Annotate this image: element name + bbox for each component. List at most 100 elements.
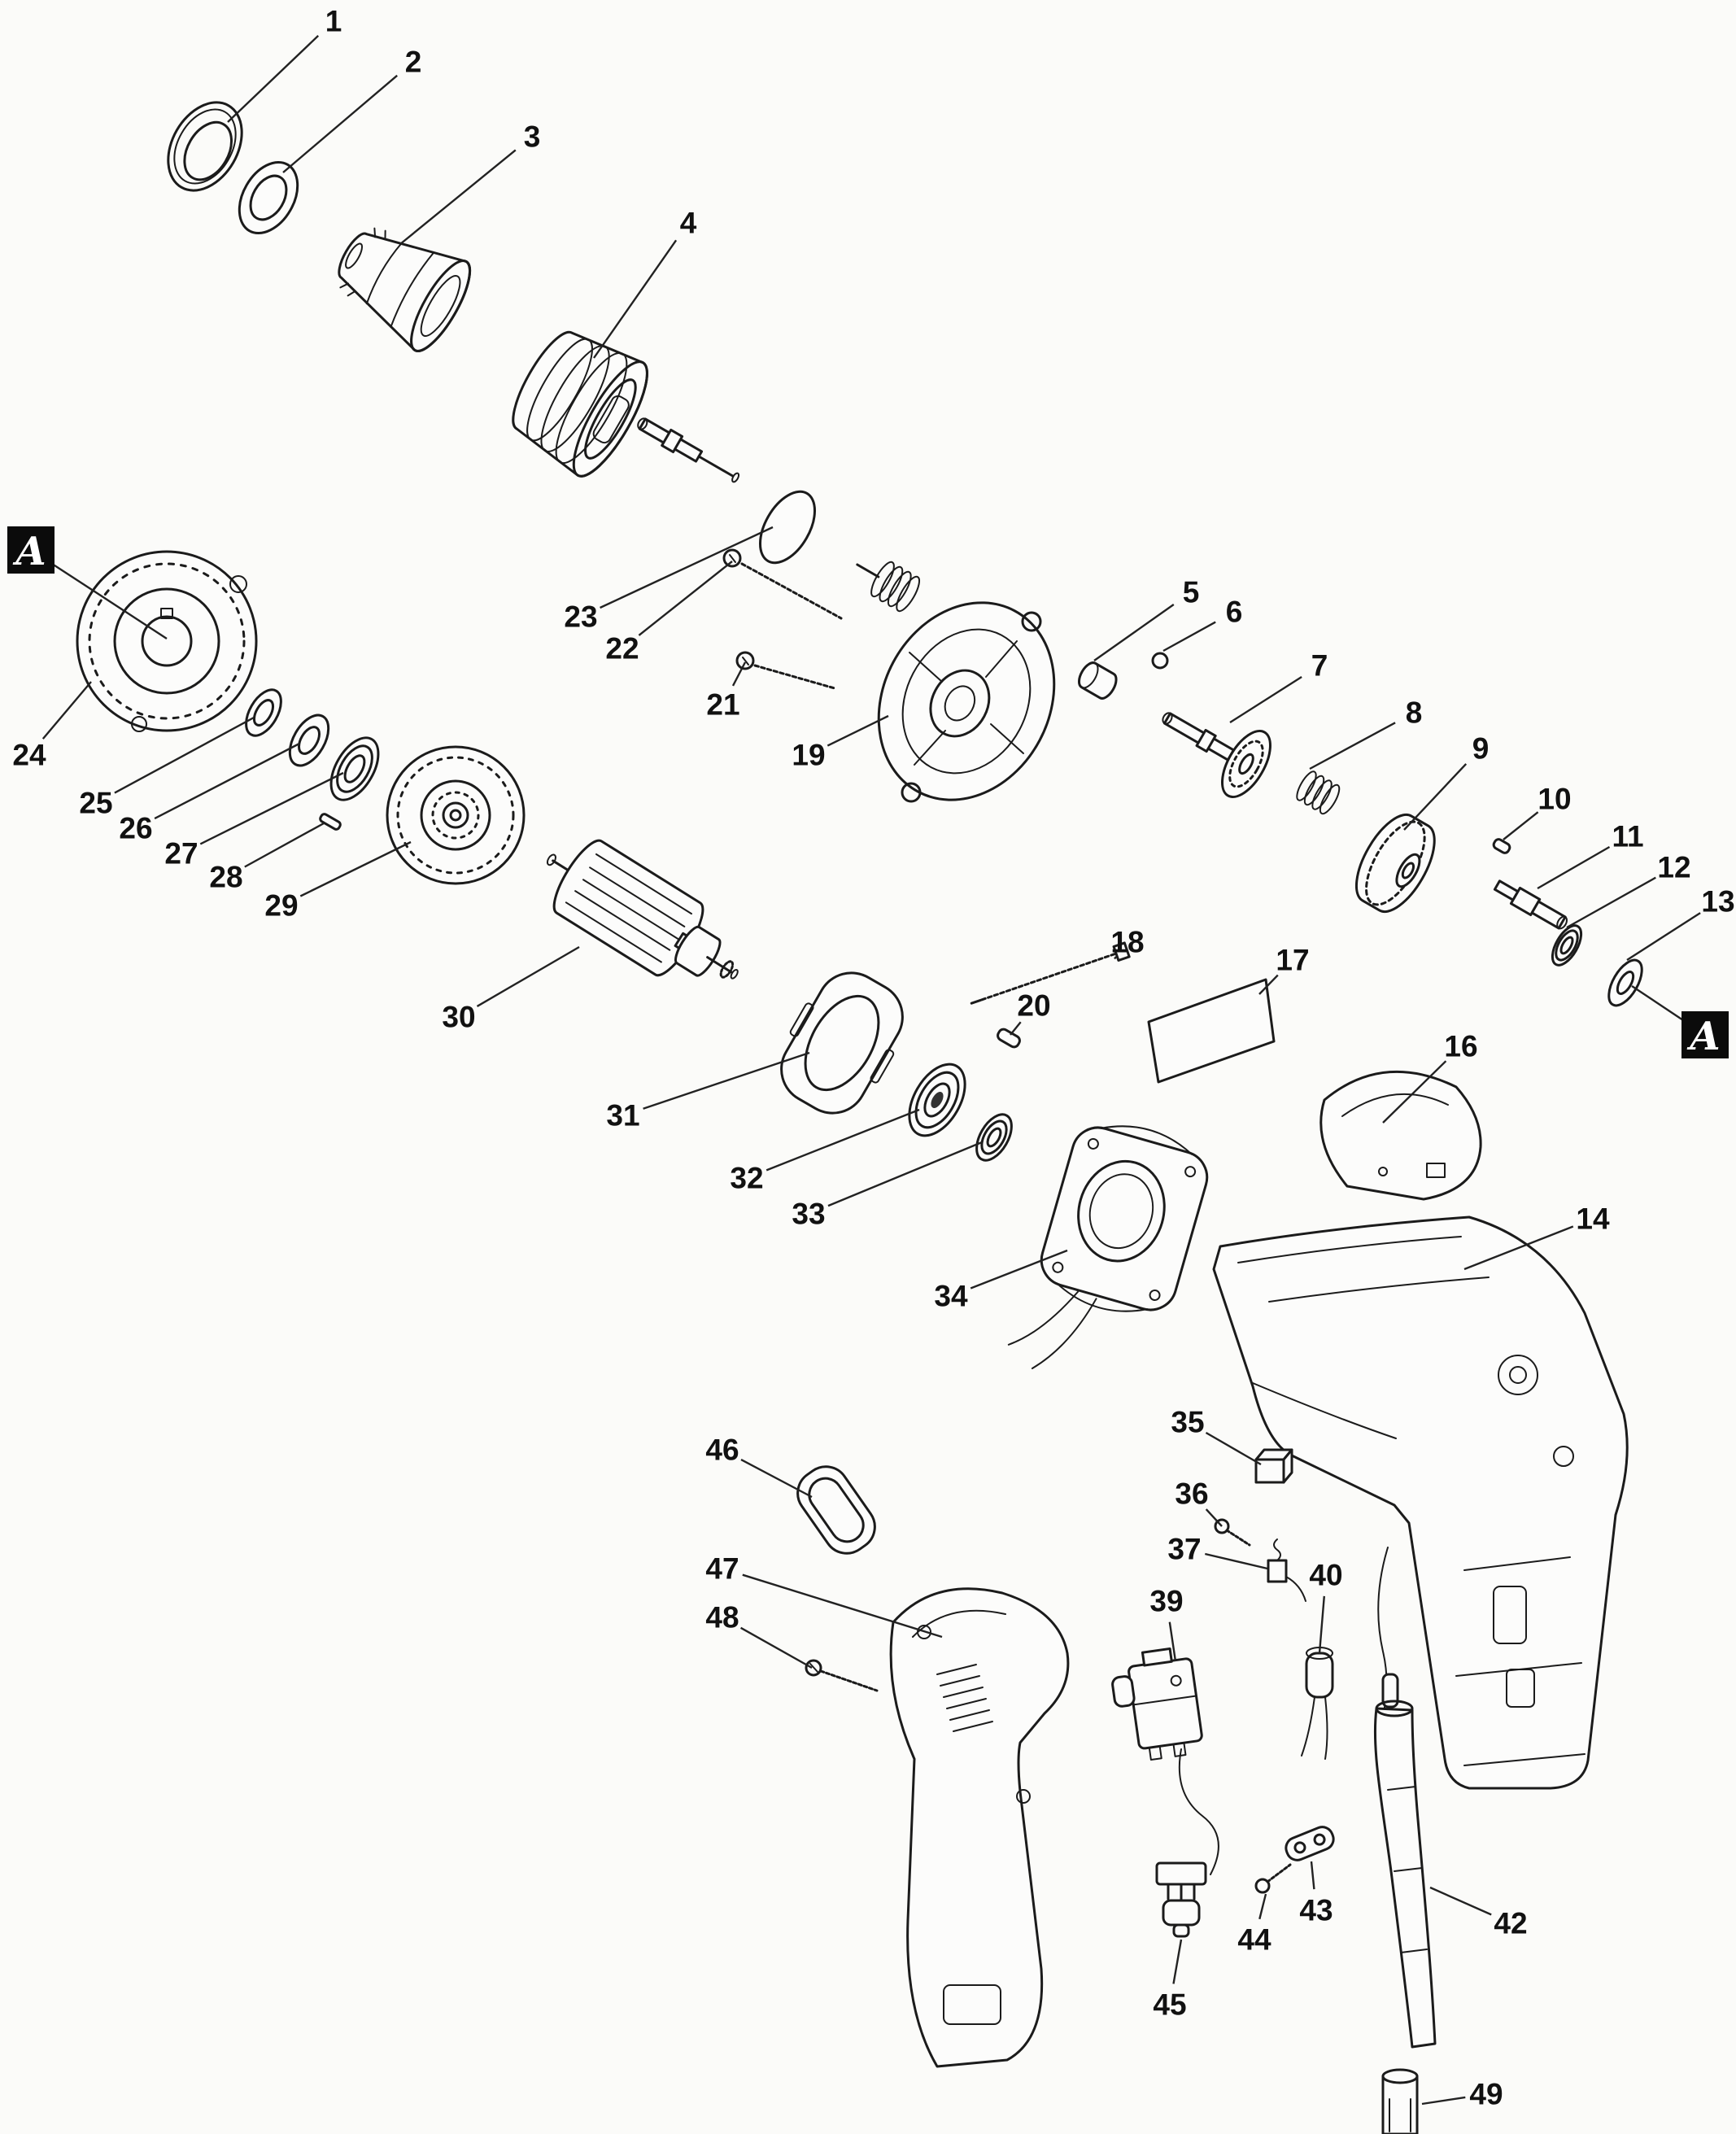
callout-label-9: 9 <box>1472 732 1490 766</box>
callout-label-21: 21 <box>706 688 739 722</box>
part-9-gear <box>1354 813 1436 914</box>
callout-label-20: 20 <box>1017 989 1050 1023</box>
spindle-shaft <box>637 417 740 483</box>
callout-label-18: 18 <box>1110 926 1144 959</box>
callout-label-7: 7 <box>1311 649 1328 683</box>
callout-line-34 <box>970 1249 1068 1290</box>
part-11-shaft <box>1493 879 1568 930</box>
callout-line-10 <box>1503 811 1539 840</box>
callout-line-1 <box>227 35 320 123</box>
part-13-washer <box>1607 958 1643 1007</box>
part-47-handle-cover <box>889 1587 1070 2068</box>
callout-line-47 <box>742 1573 943 1639</box>
callout-label-43: 43 <box>1299 1894 1333 1927</box>
callout-label-12: 12 <box>1657 851 1690 884</box>
part-6-ball <box>1151 652 1169 670</box>
callout-lines-layer <box>41 35 1701 2106</box>
callout-label-23: 23 <box>564 600 597 634</box>
part-25-washer <box>245 688 282 737</box>
callout-label-24: 24 <box>12 739 46 772</box>
callout-label-29: 29 <box>264 889 298 923</box>
part-30-armature <box>546 839 739 980</box>
callout-line-27 <box>199 771 344 845</box>
callout-label-16: 16 <box>1444 1030 1477 1063</box>
callout-line-40 <box>1318 1595 1325 1654</box>
callout-label-44: 44 <box>1237 1923 1271 1957</box>
callout-label-37: 37 <box>1167 1533 1201 1566</box>
part-28-pin <box>319 813 342 831</box>
section-marker-label-1: A <box>1686 1014 1720 1059</box>
part-35-brush-holder <box>1254 1448 1293 1484</box>
part-44-screw <box>1254 1863 1292 1894</box>
callout-label-33: 33 <box>792 1198 825 1231</box>
part-33-washer <box>975 1113 1013 1162</box>
callout-line-8 <box>1309 722 1396 770</box>
part-43-cord-clamp <box>1285 1826 1335 1861</box>
part-32-bearing <box>908 1063 966 1137</box>
callout-labels-layer: 1234567891011121314161718192021222324252… <box>7 5 1735 2111</box>
callout-line-23 <box>600 526 774 609</box>
part-34-field <box>1007 1125 1209 1369</box>
callout-line-20 <box>1010 1021 1022 1036</box>
callout-label-42: 42 <box>1494 1907 1527 1940</box>
callout-label-31: 31 <box>606 1099 639 1132</box>
callout-line-9 <box>1403 763 1468 831</box>
callout-line-48 <box>740 1626 813 1669</box>
callout-line-35 <box>1205 1431 1262 1466</box>
callout-label-6: 6 <box>1226 596 1243 629</box>
callout-line-33 <box>827 1141 983 1207</box>
callout-line-7 <box>1229 675 1302 724</box>
callout-label-14: 14 <box>1576 1202 1610 1236</box>
section-marker-box-1 <box>1681 1011 1729 1058</box>
part-4-collar <box>512 330 648 478</box>
part-49-cord <box>1381 2068 1419 2134</box>
callout-label-28: 28 <box>209 861 242 894</box>
callout-line-36 <box>1205 1508 1223 1527</box>
callout-label-39: 39 <box>1149 1585 1183 1618</box>
part-39-switch <box>1111 1647 1203 1761</box>
callout-line-17 <box>1258 974 1279 995</box>
part-40-capacitor <box>1301 1647 1334 1760</box>
callout-line-19 <box>827 714 889 747</box>
part-29-fan <box>386 745 526 885</box>
part-7-gear-shaft <box>1162 712 1271 798</box>
part-3-chuck <box>338 227 472 352</box>
callout-line-2 <box>282 74 398 173</box>
callout-line-42 <box>1429 1886 1492 1916</box>
callout-label-17: 17 <box>1276 944 1309 977</box>
callout-line-14 <box>1463 1225 1574 1271</box>
part-27-bearing <box>329 736 380 801</box>
part-31-bearing-retainer <box>780 971 904 1115</box>
part-16-rear-cover <box>1319 1070 1482 1201</box>
callout-line-4 <box>593 239 678 359</box>
callout-label-4: 4 <box>680 207 697 240</box>
lead-wires <box>1178 1547 1389 1875</box>
part-21-screw <box>735 651 836 690</box>
callout-line-26 <box>154 742 300 820</box>
callout-label-46: 46 <box>705 1434 739 1467</box>
section-marker-label-0: A <box>12 529 46 574</box>
callout-line-16 <box>1382 1060 1447 1124</box>
callout-line-49 <box>1421 2096 1466 2106</box>
section-marker-line-0 <box>53 564 168 640</box>
callout-line-45 <box>1172 1939 1183 1984</box>
part-10-pin <box>1492 838 1511 854</box>
callout-line-11 <box>1537 845 1611 890</box>
part-14-motor-housing <box>1212 1215 1629 1790</box>
part-17-insulation-plate <box>1147 978 1276 1084</box>
part-46-seal-ring <box>796 1465 876 1555</box>
callout-label-2: 2 <box>405 46 422 79</box>
callout-label-1: 1 <box>325 5 342 38</box>
callout-line-13 <box>1626 912 1701 962</box>
callout-line-30 <box>476 945 580 1007</box>
callout-line-24 <box>41 681 92 740</box>
callout-line-21 <box>731 661 747 687</box>
part-23-disc <box>758 490 817 565</box>
callout-label-11: 11 <box>1612 820 1643 853</box>
spindle-spring <box>856 561 921 613</box>
section-marker-box-0 <box>7 526 55 574</box>
callout-line-28 <box>244 822 325 868</box>
part-12-washer <box>1551 924 1583 967</box>
